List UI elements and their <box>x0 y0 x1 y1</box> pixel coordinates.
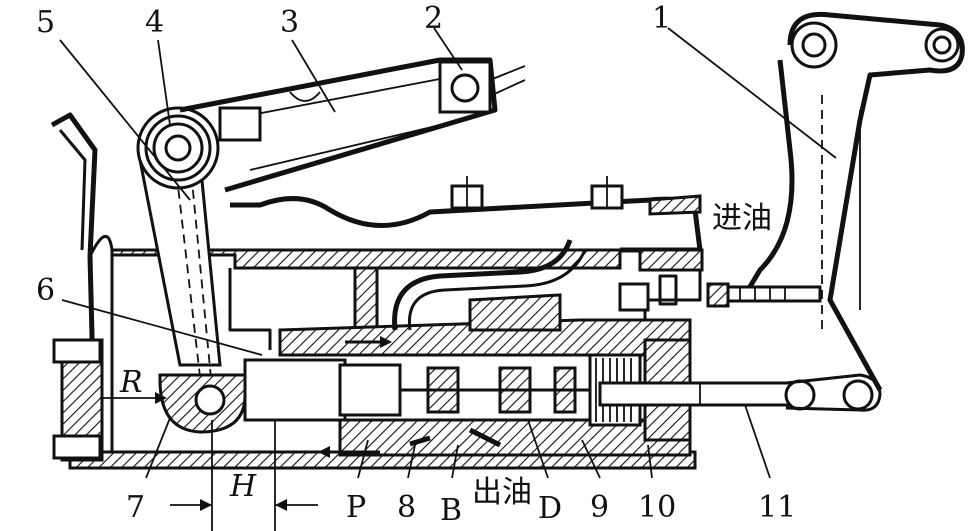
push-rod <box>598 373 882 412</box>
part-labels: 5 4 3 2 1 6 R 7 H P 8 B 出油 D 9 10 11 进油 <box>36 1 796 528</box>
label-P: P <box>346 490 366 525</box>
label-4: 4 <box>145 5 164 40</box>
label-8: 8 <box>397 490 416 525</box>
label-D: D <box>538 491 562 526</box>
label-6: 6 <box>36 273 55 308</box>
bell-crank <box>706 11 965 392</box>
label-10: 10 <box>638 490 676 525</box>
valve-body <box>243 239 692 458</box>
label-2: 2 <box>424 1 443 36</box>
label-5: 5 <box>36 5 55 40</box>
label-B: B <box>440 493 462 528</box>
label-R: R <box>119 365 143 400</box>
label-3: 3 <box>280 5 299 40</box>
label-9: 9 <box>590 490 609 525</box>
label-H: H <box>229 469 257 504</box>
control-lever <box>50 106 247 434</box>
label-11: 11 <box>758 490 796 525</box>
valve-housing <box>52 176 704 470</box>
leader-lines <box>59 27 837 531</box>
label-oil-in: 进油 <box>712 201 772 236</box>
label-oil-out: 出油 <box>472 475 532 510</box>
label-1: 1 <box>652 1 671 36</box>
upper-link <box>179 57 526 193</box>
label-7: 7 <box>126 490 145 525</box>
